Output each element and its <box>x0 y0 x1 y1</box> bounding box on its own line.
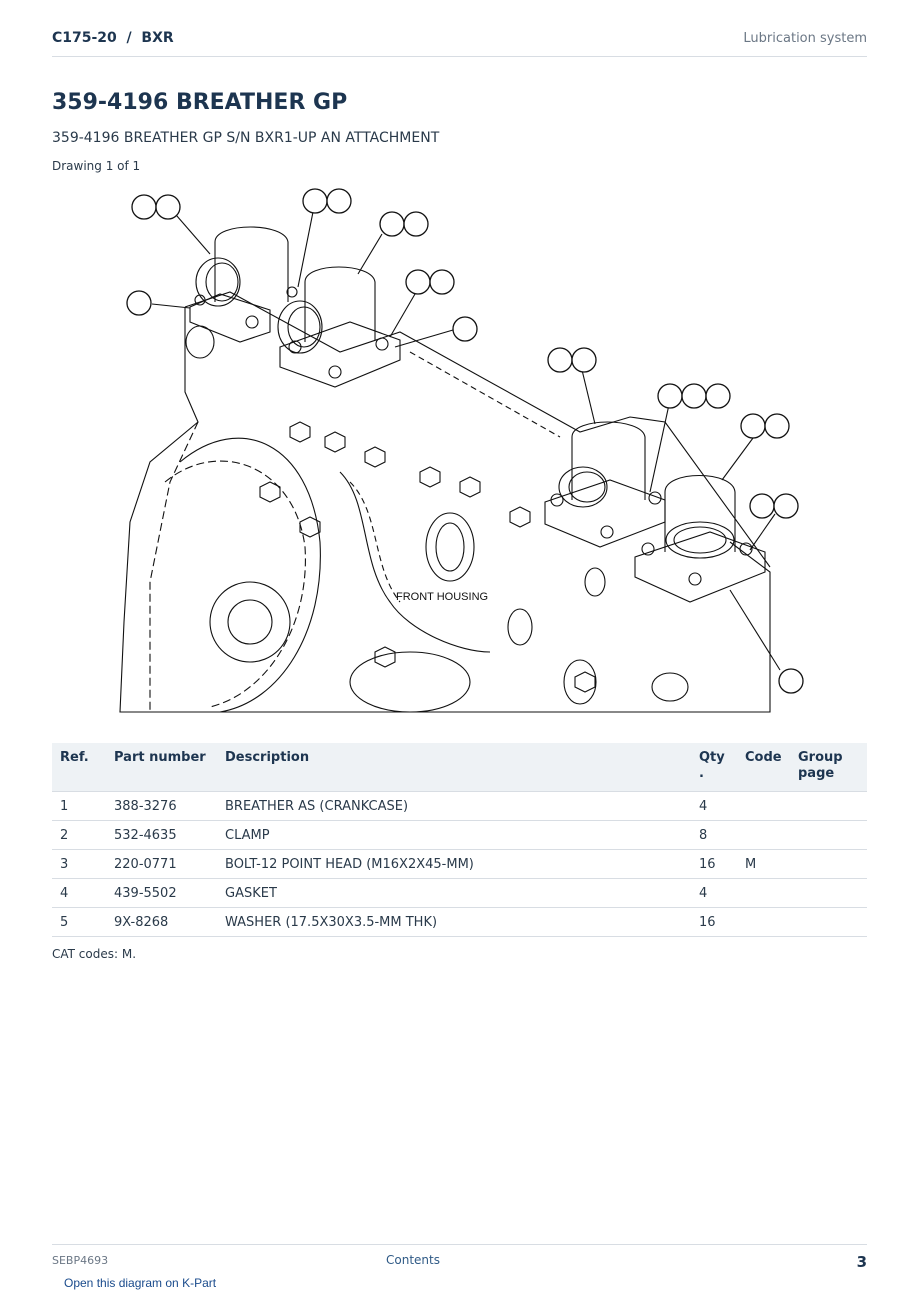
open-kpart-link[interactable]: Open this diagram on K-Part <box>64 1276 217 1290</box>
cell-description: CLAMP <box>217 820 691 850</box>
col-group-page: Group page <box>790 743 867 792</box>
cell-qty: 8 <box>691 820 737 850</box>
cell-group-page <box>790 820 867 850</box>
cell-part-number: 220-0771 <box>106 849 217 879</box>
front-housing-label: FRONT HOUSING <box>396 591 488 603</box>
cell-group-page <box>790 791 867 821</box>
cell-ref: 5 <box>52 907 106 937</box>
table-row: 5 9X-8268 WASHER (17.5X30X3.5-MM THK) 16 <box>52 907 867 937</box>
page-subtitle: 359-4196 BREATHER GP S/N BXR1-UP AN ATTA… <box>52 130 440 146</box>
section-name: Lubrication system <box>743 31 867 46</box>
cell-code <box>737 820 790 850</box>
cell-description: BREATHER AS (CRANKCASE) <box>217 791 691 821</box>
cell-ref: 4 <box>52 878 106 908</box>
cell-description: WASHER (17.5X30X3.5-MM THK) <box>217 907 691 937</box>
cell-ref: 3 <box>52 849 106 879</box>
contents-link[interactable]: Contents <box>386 1253 440 1267</box>
page-header: C175-20 / BXR Lubrication system <box>52 28 867 57</box>
col-description: Description <box>217 743 691 792</box>
parts-table: Ref. Part number Description Qty. Code G… <box>52 743 867 937</box>
cell-qty: 16 <box>691 907 737 937</box>
cell-group-page <box>790 907 867 937</box>
cell-group-page <box>790 849 867 879</box>
col-ref: Ref. <box>52 743 106 792</box>
table-header-row: Ref. Part number Description Qty. Code G… <box>52 743 867 792</box>
cell-qty: 16 <box>691 849 737 879</box>
col-qty-label: Qty <box>699 750 725 765</box>
table-row: 1 388-3276 BREATHER AS (CRANKCASE) 4 <box>52 791 867 821</box>
cell-ref: 1 <box>52 791 106 821</box>
col-code: Code <box>737 743 790 792</box>
cell-group-page <box>790 878 867 908</box>
cell-code <box>737 907 790 937</box>
page-number: 3 <box>856 1253 867 1271</box>
cell-code: M <box>737 849 790 879</box>
cell-description: GASKET <box>217 878 691 908</box>
cell-description: BOLT-12 POINT HEAD (M16X2X45-MM) <box>217 849 691 879</box>
table-row: 2 532-4635 CLAMP 8 <box>52 820 867 850</box>
cell-part-number: 388-3276 <box>106 791 217 821</box>
cell-part-number: 532-4635 <box>106 820 217 850</box>
drawing-count: Drawing 1 of 1 <box>52 159 141 173</box>
col-qty-dot: . <box>699 766 704 781</box>
table-row: 4 439-5502 GASKET 4 <box>52 878 867 908</box>
cell-ref: 2 <box>52 820 106 850</box>
cell-code <box>737 791 790 821</box>
cell-qty: 4 <box>691 791 737 821</box>
table-row: 3 220-0771 BOLT-12 POINT HEAD (M16X2X45-… <box>52 849 867 879</box>
parts-diagram: FRONT HOUSING <box>110 182 810 722</box>
col-part-number: Part number <box>106 743 217 792</box>
cell-part-number: 9X-8268 <box>106 907 217 937</box>
document-id: SEBP4693 <box>52 1254 109 1267</box>
cell-qty: 4 <box>691 878 737 908</box>
cell-code <box>737 878 790 908</box>
cell-part-number: 439-5502 <box>106 878 217 908</box>
page-title: 359-4196 BREATHER GP <box>52 90 348 115</box>
cat-codes-note: CAT codes: M. <box>52 947 137 961</box>
col-qty: Qty. <box>691 743 737 792</box>
model-code: C175-20 / BXR <box>52 30 174 46</box>
page-footer: SEBP4693 Contents 3 <box>52 1244 867 1271</box>
